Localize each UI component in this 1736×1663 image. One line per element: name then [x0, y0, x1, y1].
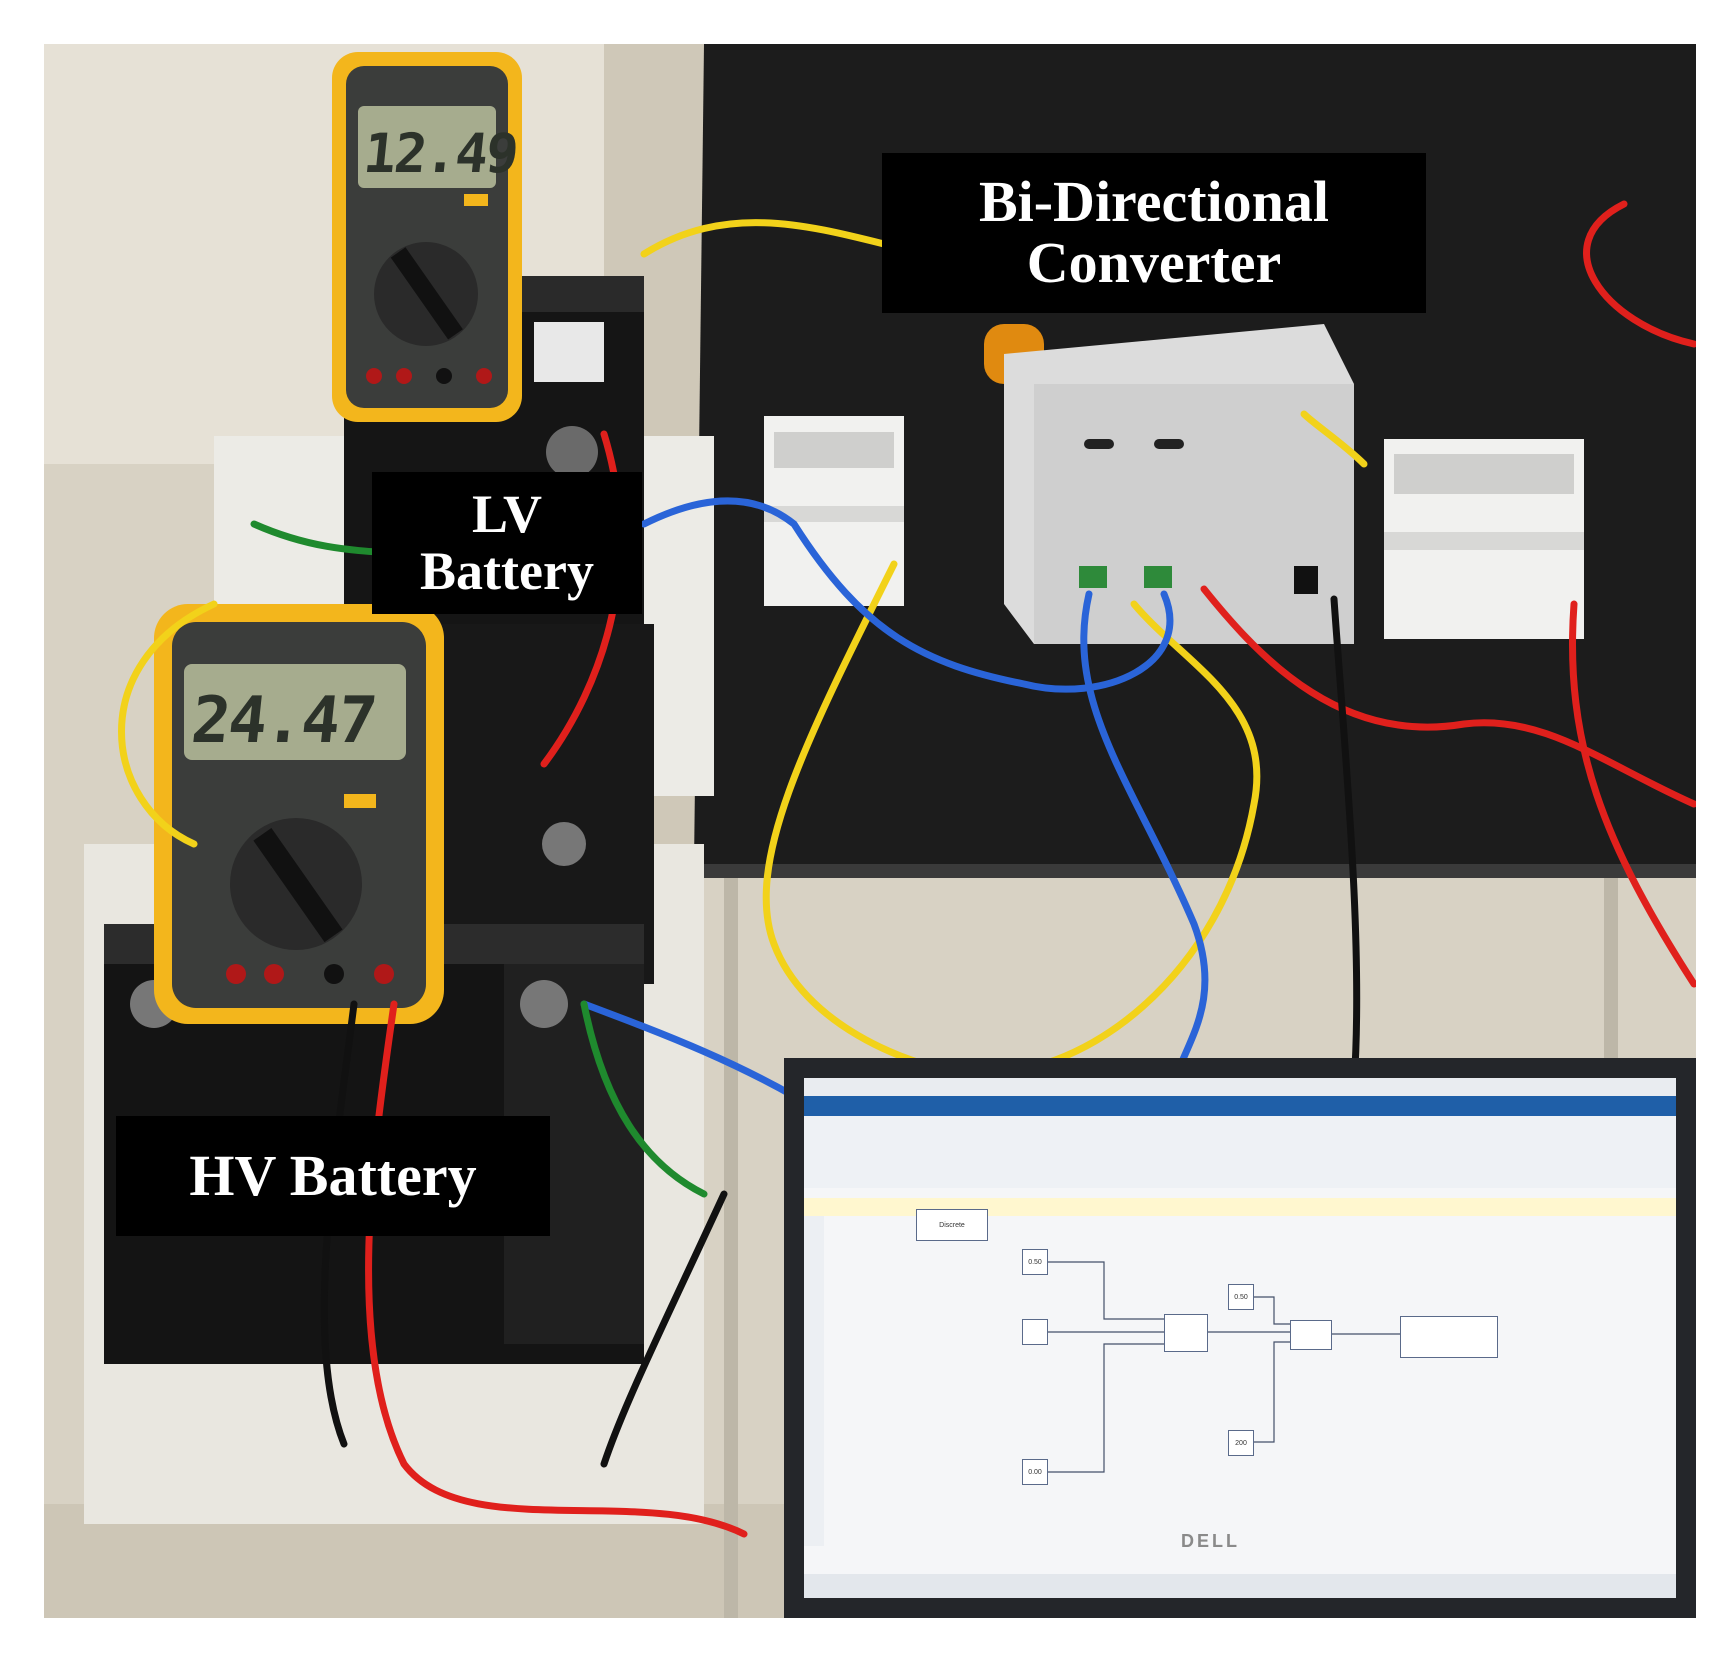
constant-block-3: 0.00 — [1022, 1459, 1048, 1485]
constant-block-1: 0.50 — [1022, 1249, 1048, 1275]
lv-meter-reading: 12.49 — [360, 122, 520, 185]
converter-label: Bi-Directional Converter — [882, 153, 1426, 313]
gain-block: 200 — [1228, 1430, 1254, 1456]
right-breaker — [1384, 439, 1584, 639]
converter-label-line1: Bi-Directional — [978, 169, 1330, 235]
hv-multimeter — [154, 604, 444, 1024]
product-block — [1290, 1320, 1332, 1350]
laptop-logo: DELL — [1181, 1531, 1240, 1551]
hv-label-text: HV Battery — [189, 1142, 477, 1208]
discrete-block: Discrete — [916, 1209, 988, 1241]
lab-setup-photo: Discrete 0.50 0.00 0.50 200 12.49 24.47 … — [44, 44, 1696, 1618]
lv-label-line2: Battery — [420, 541, 594, 601]
lv-battery-label: LV Battery — [372, 472, 642, 614]
wiring — [118, 200, 1696, 1538]
converter-label-line2: Converter — [1026, 230, 1282, 295]
lv-label-line1: LV — [471, 484, 543, 545]
laptop — [784, 1058, 1696, 1618]
left-breaker — [764, 416, 904, 606]
switch-block — [1164, 1314, 1208, 1352]
pwm-generator-block — [1400, 1316, 1498, 1358]
photo-scene — [44, 44, 1696, 1618]
hv-meter-reading: 24.47 — [188, 684, 379, 758]
hv-battery-label: HV Battery — [116, 1116, 550, 1236]
lv-multimeter — [332, 52, 522, 422]
constant-block-2: 0.50 — [1228, 1284, 1254, 1310]
pulse-block — [1022, 1319, 1048, 1345]
converter-box — [984, 324, 1354, 644]
